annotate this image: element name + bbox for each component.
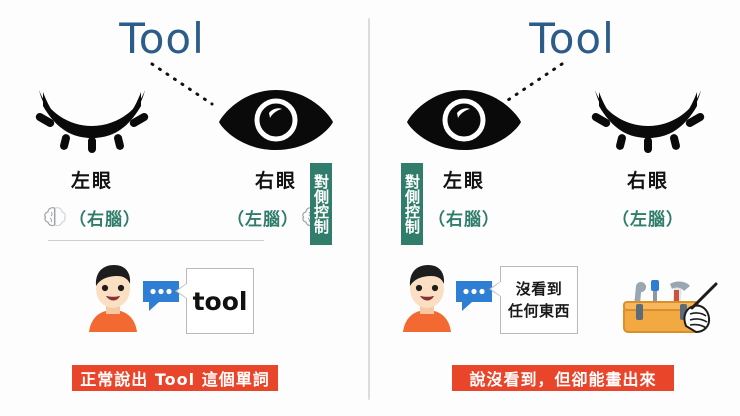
callout-text-lines: 沒看到 任何東西 — [508, 278, 570, 322]
hemisphere-row-right: （左腦） — [556, 202, 740, 232]
speech-callout-right: 沒看到 任何東西 — [489, 266, 578, 334]
hemisphere-label-left: （右腦） — [428, 209, 500, 230]
panel-left-title: Tool — [119, 14, 205, 63]
eye-closed-icon — [556, 82, 740, 154]
eye-label-right: 右眼 — [254, 170, 297, 192]
speech-bubble-dots-icon — [143, 281, 179, 311]
person-avatar-icon — [89, 265, 137, 332]
section-divider-line — [48, 240, 264, 241]
eye-closed-icon — [0, 82, 184, 154]
eye-open-icon — [372, 82, 556, 154]
speech-bubble-dots-icon — [456, 281, 492, 311]
panel-right: Tool 左眼 右眼 — [372, 0, 740, 416]
hemisphere-row-left: （右腦） — [372, 202, 556, 232]
panel-divider — [368, 18, 370, 400]
contralateral-control-chip-right: 對側控制 — [401, 163, 423, 245]
hemisphere-row-left: （右腦） — [0, 202, 184, 232]
result-banner-left: 正常說出 Tool 這個單詞 — [72, 365, 278, 391]
callout-line-1: 沒看到 — [515, 280, 563, 298]
eye-label-right: 右眼 — [626, 170, 669, 192]
panel-right-title: Tool — [529, 14, 615, 63]
toolbox-hand-drawing-icon — [623, 280, 718, 334]
callout-line-2: 任何東西 — [507, 302, 570, 320]
panel-left: Tool 左眼 右眼 — [0, 0, 368, 416]
speech-callout-left: tool — [175, 268, 254, 334]
hemisphere-label-right: （左腦） — [227, 209, 299, 230]
person-avatar-icon — [403, 265, 451, 332]
hemisphere-label-left: （右腦） — [69, 209, 141, 230]
dotted-leader-line — [500, 62, 564, 106]
dotted-leader-line — [150, 62, 214, 106]
eye-label-left: 左眼 — [442, 170, 485, 192]
result-banner-right: 說沒看到，但卻能畫出來 — [452, 365, 674, 391]
eye-open-icon — [184, 82, 368, 154]
brain-icon — [44, 207, 66, 227]
eye-label-left: 左眼 — [70, 170, 113, 192]
hemisphere-row-right: （左腦） — [184, 202, 368, 232]
contralateral-control-chip-left: 對側控制 — [310, 163, 332, 245]
hemisphere-label-right: （左腦） — [612, 209, 684, 230]
callout-text: tool — [192, 286, 248, 316]
